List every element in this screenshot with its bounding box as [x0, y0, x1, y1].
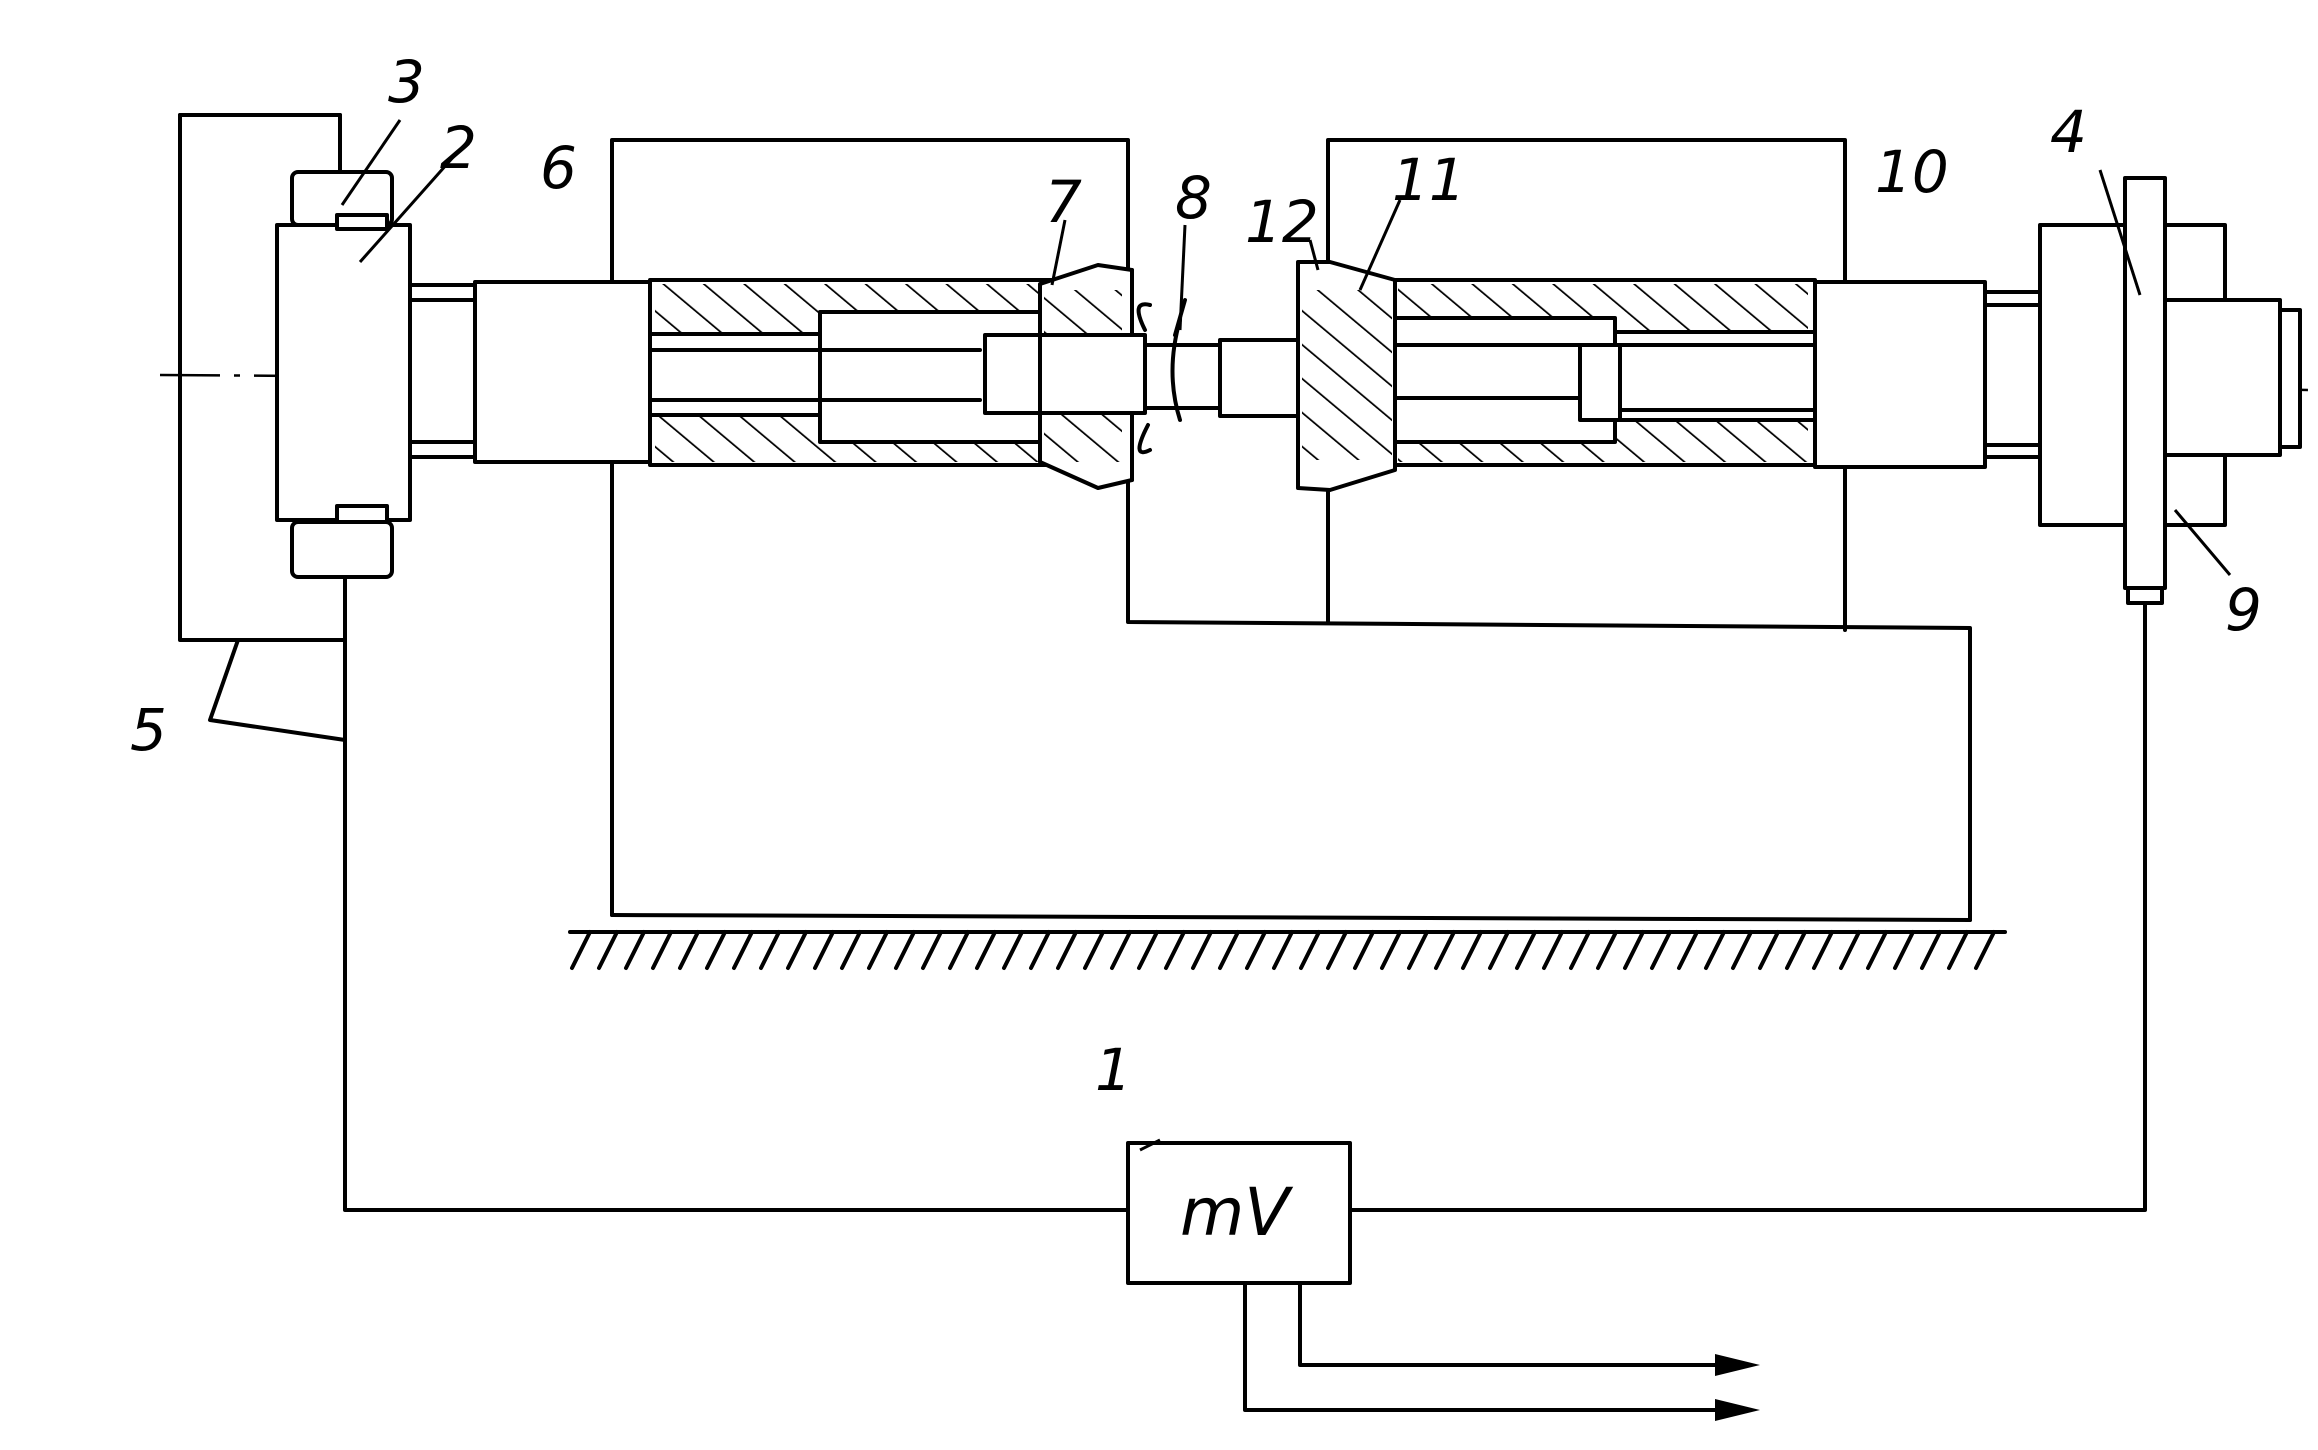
ground-tick — [1058, 932, 1076, 968]
label-10: 10 — [1875, 138, 1949, 206]
left-shaft — [410, 282, 650, 462]
label-5: 5 — [130, 696, 167, 764]
label-9: 9 — [2225, 576, 2262, 644]
ground-tick — [707, 932, 725, 968]
right-shaft — [1815, 282, 2040, 467]
ground-tick — [1031, 932, 1049, 968]
arrowhead-lower — [1715, 1399, 1760, 1421]
ground-tick — [1463, 932, 1481, 968]
millivoltmeter: mV — [1128, 1143, 1350, 1283]
ground-tick — [977, 932, 995, 968]
ground-tick — [1787, 932, 1805, 968]
ground-tick — [842, 932, 860, 968]
ground-tick — [815, 932, 833, 968]
ground-tick — [869, 932, 887, 968]
ground-tick — [896, 932, 914, 968]
ground-tick — [1868, 932, 1886, 968]
ground-tick — [1895, 932, 1913, 968]
ground-tick — [1949, 932, 1967, 968]
ground-tick — [1517, 932, 1535, 968]
ground-tick — [680, 932, 698, 968]
ground-tick — [950, 932, 968, 968]
ground-tick — [1004, 932, 1022, 968]
label-12: 12 — [1245, 188, 1319, 256]
meter-text: mV — [1180, 1174, 1293, 1251]
ground-tick — [1598, 932, 1616, 968]
ground-tick — [1922, 932, 1940, 968]
ground-tick — [1436, 932, 1454, 968]
ground-tick — [1841, 932, 1859, 968]
ground-tick — [1274, 932, 1292, 968]
ground-tick — [1490, 932, 1508, 968]
ground-tick — [1220, 932, 1238, 968]
ground-tick — [599, 932, 617, 968]
ground-tick — [1733, 932, 1751, 968]
ground-tick — [1247, 932, 1265, 968]
ground-tick — [1166, 932, 1184, 968]
ground-tick — [1625, 932, 1643, 968]
ground-tick — [1301, 932, 1319, 968]
label-11: 11 — [1392, 146, 1466, 214]
ground-tick — [1814, 932, 1832, 968]
ground-tick — [734, 932, 752, 968]
label-3: 3 — [388, 48, 425, 116]
label-1: 1 — [1095, 1036, 1132, 1104]
ground-tick — [1085, 932, 1103, 968]
ground-tick — [788, 932, 806, 968]
ground-tick — [653, 932, 671, 968]
left-specimen — [985, 335, 1145, 413]
part-labels: 1 2 3 4 5 6 7 8 9 10 11 12 — [130, 48, 2262, 1104]
ground-tick — [1139, 932, 1157, 968]
arrowhead-upper — [1715, 1354, 1760, 1376]
ground-tick — [923, 932, 941, 968]
output-arrows — [1245, 1283, 1760, 1421]
ground-tick — [1679, 932, 1697, 968]
ground-tick — [572, 932, 590, 968]
signal-wiring — [210, 578, 2145, 1210]
motor-body — [277, 172, 410, 577]
ground-tick — [1760, 932, 1778, 968]
ground-tick — [1328, 932, 1346, 968]
ground-tick — [1112, 932, 1130, 968]
label-2: 2 — [440, 114, 477, 182]
leader-lines — [342, 120, 2230, 1150]
ground-tick — [761, 932, 779, 968]
ground-tick — [1571, 932, 1589, 968]
ground-tick — [1193, 932, 1211, 968]
label-7: 7 — [1045, 168, 1082, 236]
ground-tick — [1355, 932, 1373, 968]
ground-tick — [1382, 932, 1400, 968]
ground-tick — [1409, 932, 1427, 968]
machine-frame — [612, 140, 1970, 920]
torque-sensor — [2040, 178, 2300, 603]
label-4: 4 — [2050, 98, 2087, 166]
ground-tick — [626, 932, 644, 968]
ground-tick — [1544, 932, 1562, 968]
label-8: 8 — [1175, 164, 1212, 232]
ground-hatching — [570, 932, 2005, 968]
ground-tick — [1976, 932, 1994, 968]
ground-tick — [1652, 932, 1670, 968]
right-spindle — [1298, 262, 1815, 490]
ground-tick — [1706, 932, 1724, 968]
label-6: 6 — [540, 134, 577, 202]
